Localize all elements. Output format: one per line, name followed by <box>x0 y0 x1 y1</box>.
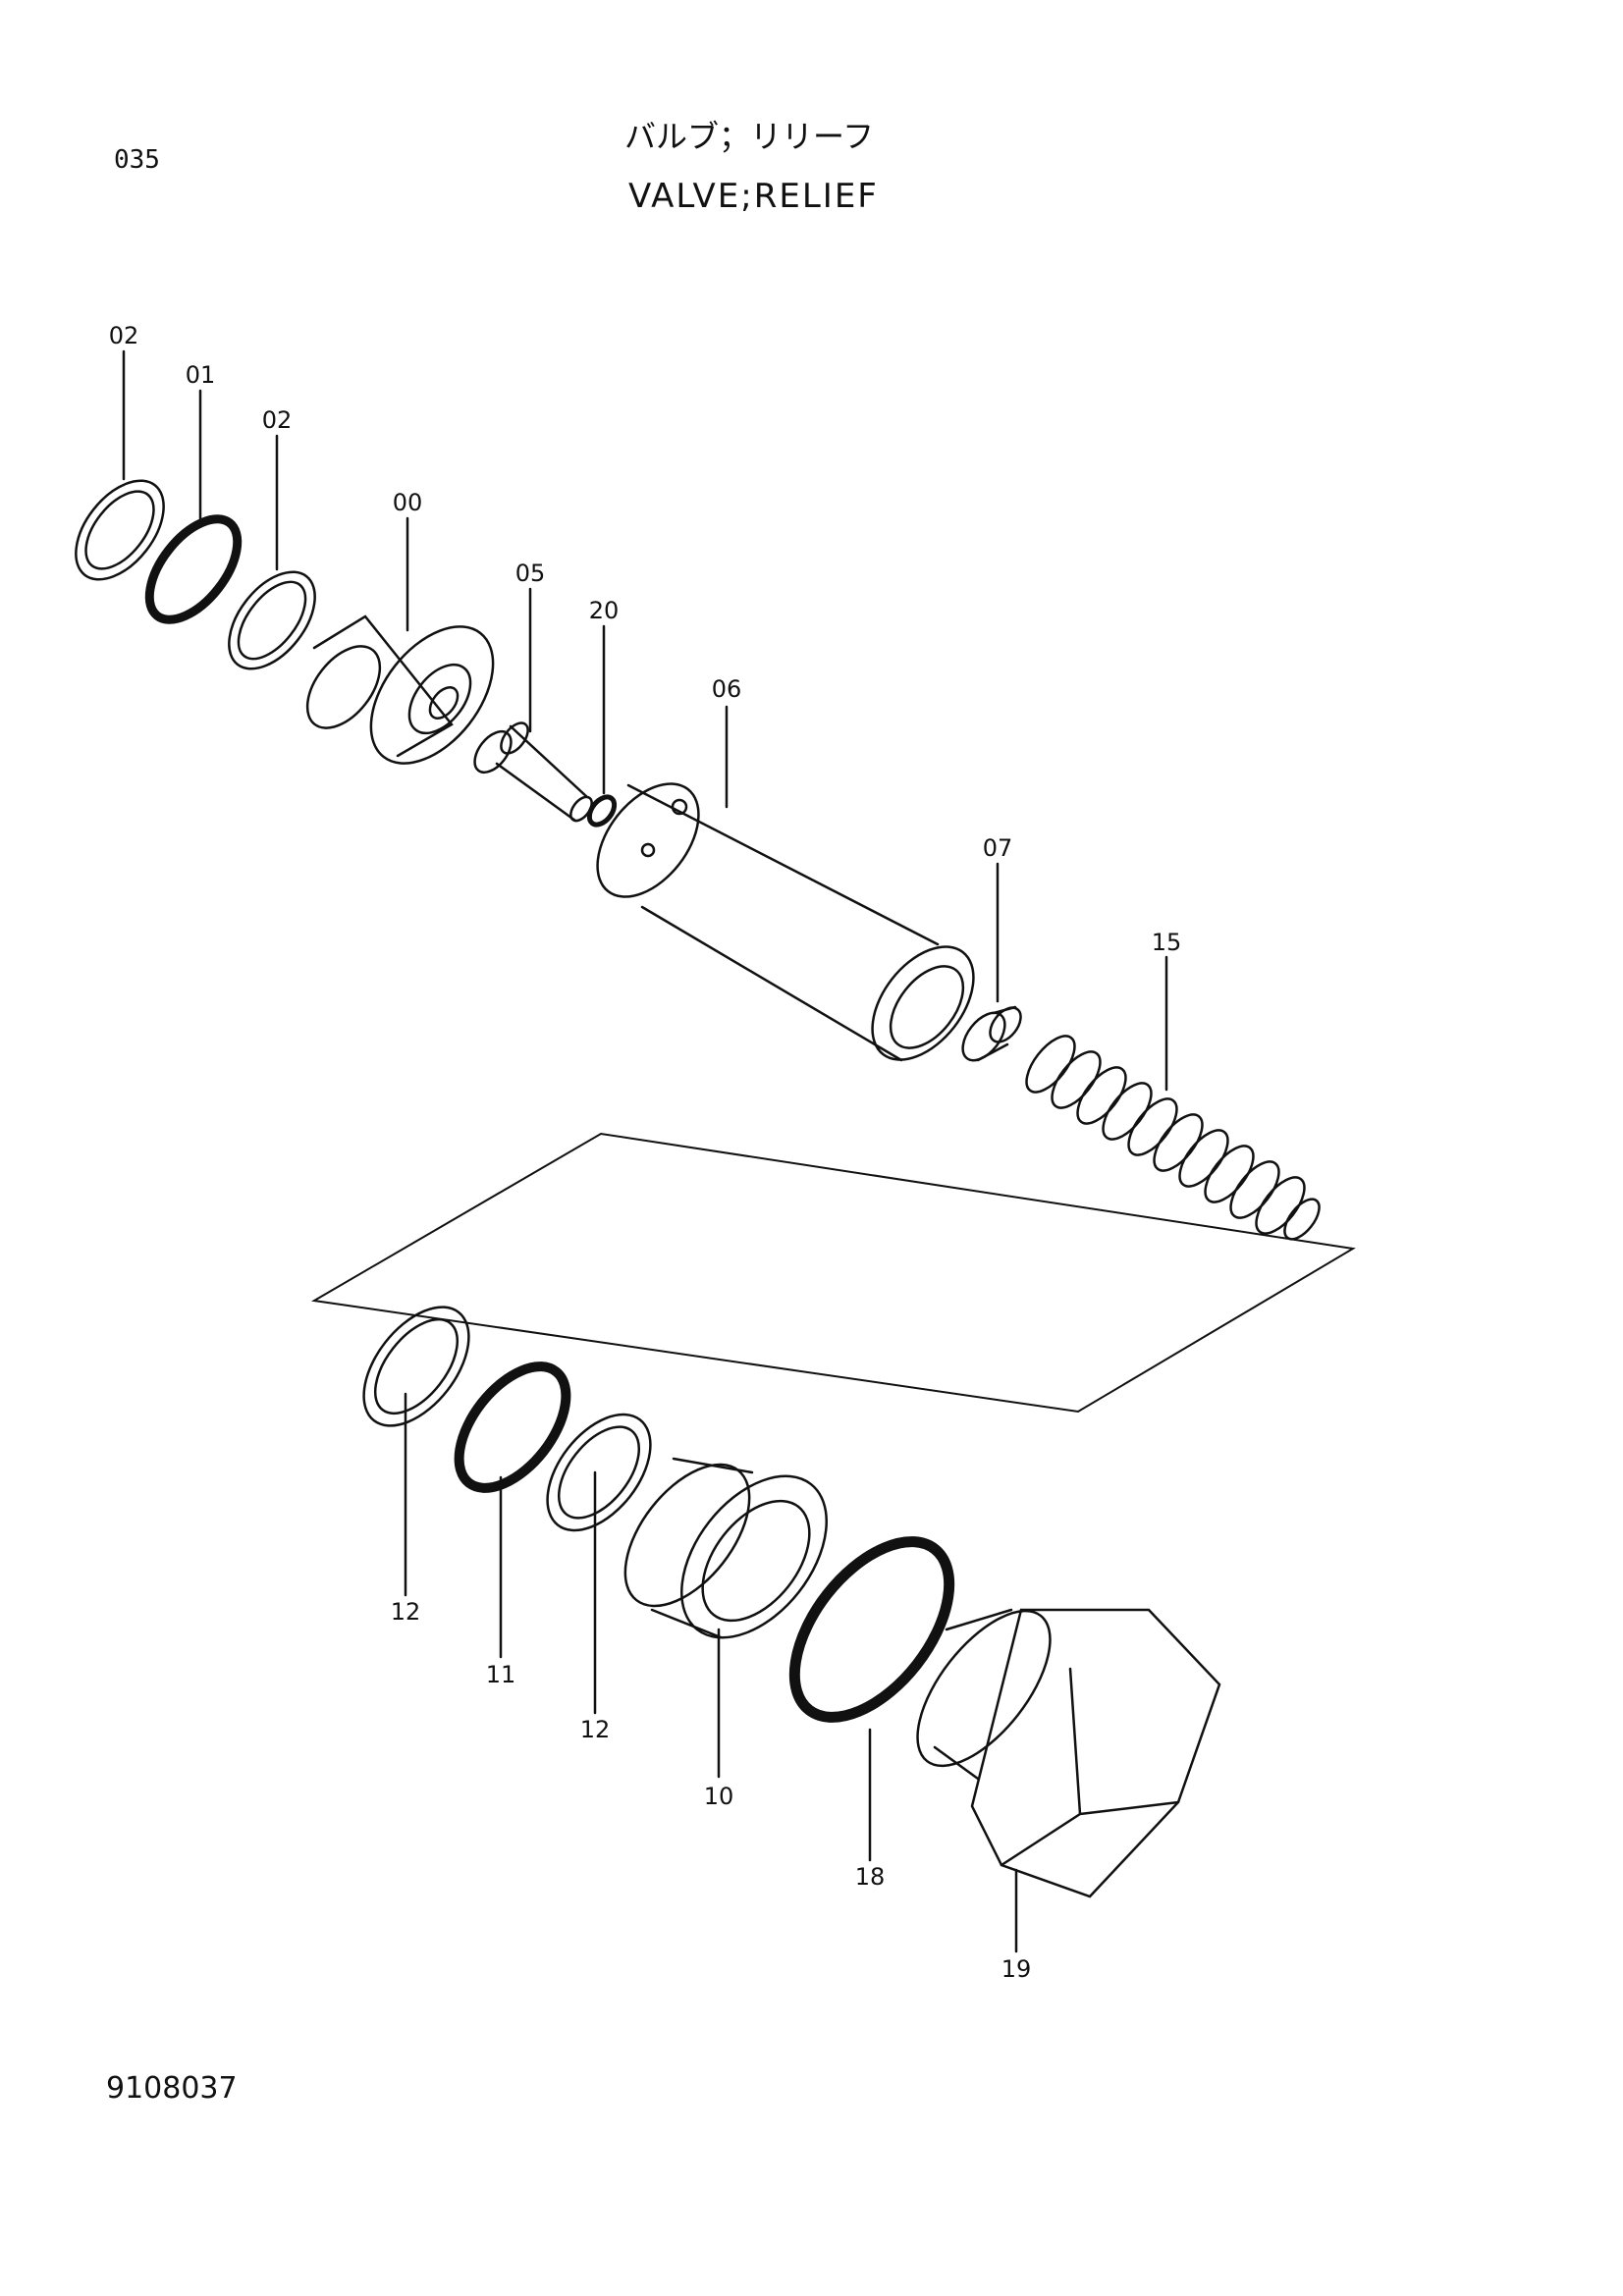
callout-15: 15 <box>1151 929 1182 956</box>
callout-05: 05 <box>514 560 546 587</box>
plug-sleeve-10 <box>623 1457 828 1639</box>
callout-02b: 02 <box>261 406 293 434</box>
callout-18: 18 <box>854 1863 886 1891</box>
callout-12: 12 <box>390 1598 421 1626</box>
backup-ring-02 <box>75 479 165 581</box>
leader-lines <box>122 349 1168 1953</box>
callout-11: 11 <box>485 1661 516 1688</box>
callout-01: 01 <box>185 361 216 389</box>
spring-seat-07 <box>961 1005 1022 1062</box>
poppet-05 <box>473 721 593 823</box>
spring-15 <box>1025 1035 1321 1241</box>
o-ring-01 <box>144 514 243 624</box>
callout-00: 00 <box>392 489 423 516</box>
backup-ring-12b <box>546 1413 652 1532</box>
title-english: VALVE;RELIEF <box>628 177 879 216</box>
callout-12b: 12 <box>579 1716 611 1743</box>
page-number: 035 <box>114 145 160 175</box>
backup-ring-02b <box>228 570 316 670</box>
callout-07: 07 <box>982 834 1013 862</box>
title-japanese: バルブ；リリーフ <box>624 118 875 155</box>
connector-outline <box>311 1132 1356 1414</box>
callout-06: 06 <box>711 675 742 703</box>
o-ring-11 <box>454 1362 571 1493</box>
seat-00 <box>305 614 495 765</box>
plug-19 <box>916 1608 1221 1898</box>
sleeve-06 <box>596 782 975 1062</box>
o-ring-18 <box>788 1536 955 1723</box>
drawing-number: 9108037 <box>106 2071 238 2106</box>
ring-20 <box>586 794 618 828</box>
callout-20: 20 <box>588 597 620 624</box>
callout-10: 10 <box>703 1783 734 1810</box>
backup-ring-12 <box>362 1306 470 1427</box>
callout-19: 19 <box>1001 1955 1032 1983</box>
callout-02: 02 <box>108 322 139 349</box>
